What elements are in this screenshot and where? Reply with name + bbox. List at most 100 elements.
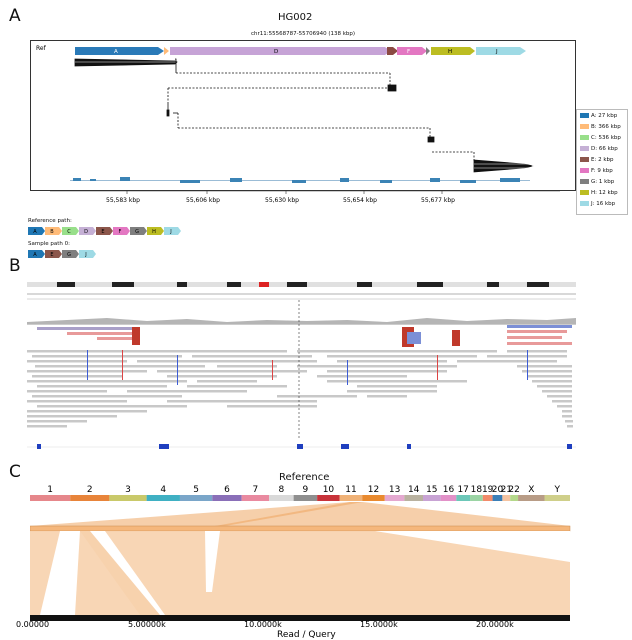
chromosome-8: [269, 495, 294, 501]
segment-h: [431, 47, 475, 55]
panel-a-graph: Ref A D F H J: [30, 40, 576, 204]
chromosome-2: [70, 495, 110, 501]
segment-label-h: H: [448, 49, 452, 55]
chromosome-17: [456, 495, 471, 501]
query-tick-3: 15.0000k: [360, 620, 398, 629]
ref-path-d: D: [84, 229, 88, 235]
query-axis: 0.00000 5.00000k 10.0000k 15.0000k 20.00…: [16, 620, 514, 640]
chromosome-1: [30, 495, 71, 501]
ref-label: Ref: [36, 45, 47, 52]
ref-path-g: G: [135, 229, 139, 235]
alignment-ribbons: [30, 502, 571, 621]
chromosome-label-8: 8: [279, 485, 285, 495]
query-tick-2: 10.0000k: [244, 620, 282, 629]
chromosome-11: [339, 495, 363, 501]
axis-tick-4: 55,654 kbp: [343, 197, 377, 204]
panel-a-title: HG002: [278, 12, 313, 23]
axis-tick-2: 55,606 kbp: [186, 197, 220, 204]
chromosome-label-Y: Y: [554, 485, 561, 495]
chromosome-label-4: 4: [160, 485, 166, 495]
panel-c-letter: C: [9, 462, 21, 482]
ref-path-a: A: [33, 229, 37, 235]
legend-item-a: A: 27 kbp: [580, 113, 617, 120]
gene-track: [70, 177, 530, 183]
axis-tick-5: 55,677 kbp: [421, 197, 455, 204]
query-tick-0: 0.00000: [16, 620, 49, 629]
legend-item-e: E: 2 kbp: [580, 157, 614, 164]
axis-tick-1: 55,583 kbp: [106, 197, 140, 204]
chromosome-13: [384, 495, 405, 501]
chromosome-label-16: 16: [443, 485, 455, 495]
chromosome-label-20: 20: [492, 485, 504, 495]
chromosome-label-21: 21: [501, 485, 512, 495]
segment-label-f: F: [407, 49, 410, 55]
chromosome-label-9: 9: [303, 485, 309, 495]
segment-label-d: D: [274, 49, 278, 55]
chromosome-label-X: X: [528, 485, 534, 495]
chromosome-16: [440, 495, 457, 501]
chromosome-label-6: 6: [224, 485, 230, 495]
chromosome-label-17: 17: [457, 485, 468, 495]
segment-label-a: A: [114, 49, 118, 55]
chromosome-label-22: 22: [508, 485, 519, 495]
reference-path: A B C D E F G H J: [28, 227, 181, 235]
sample-path-a: A: [33, 252, 37, 258]
chromosome-label-11: 11: [345, 485, 356, 495]
ref-segments: [75, 47, 526, 55]
reference-path-label: Reference path:: [28, 218, 72, 224]
legend-item-j: J: 16 kbp: [580, 201, 615, 208]
sample-path: A E G J: [28, 250, 96, 258]
legend-item-c: C: 536 kbp: [580, 135, 621, 142]
segment-f: [397, 47, 427, 55]
chromosome-label-19: 19: [482, 485, 494, 495]
chromosome-label-10: 10: [323, 485, 335, 495]
chromosome-6: [212, 495, 242, 501]
chromosome-label-12: 12: [368, 485, 379, 495]
chromosome-label-15: 15: [426, 485, 437, 495]
query-tick-1: 5.00000k: [128, 620, 166, 629]
chromosome-label-7: 7: [253, 485, 259, 495]
ref-path-j: J: [169, 229, 171, 235]
ref-path-c: C: [67, 229, 71, 235]
segment-label-j: J: [495, 49, 498, 55]
chromosome-label-18: 18: [471, 485, 483, 495]
chromosome-label-5: 5: [193, 485, 199, 495]
chromosome-12: [362, 495, 385, 501]
segment-g: [426, 47, 430, 55]
chromosome-label-2: 2: [87, 485, 93, 495]
chromosome-20: [492, 495, 503, 501]
chromosome-4: [146, 495, 180, 501]
chromosome-18: [470, 495, 483, 501]
query-tick-4: 20.0000k: [476, 620, 514, 629]
sample-path-e: E: [50, 252, 53, 258]
chromosome-label-3: 3: [125, 485, 131, 495]
legend-item-b: B: 366 kbp: [580, 124, 621, 131]
axis-tick-3: 55,630 kbp: [265, 197, 299, 204]
read-pileup: [27, 350, 573, 428]
alignment-track: [74, 58, 534, 173]
segment-a: [75, 47, 164, 55]
segment-j: [476, 47, 526, 55]
legend-item-d: D: 66 kbp: [580, 146, 618, 153]
sample-path-j: J: [84, 252, 86, 258]
chromosome-14: [404, 495, 423, 501]
chromosome-label-13: 13: [389, 485, 400, 495]
chromosome-22: [510, 495, 519, 501]
legend-item-g: G: 1 kbp: [580, 179, 614, 186]
panel-a-letter: A: [9, 6, 21, 26]
segment-e: [387, 47, 398, 55]
chromosome-X: [518, 495, 545, 501]
chromosome-5: [179, 495, 213, 501]
segment-d: [170, 47, 391, 55]
panel-b-letter: B: [9, 256, 21, 276]
ref-path-f: F: [119, 229, 122, 235]
chromosome-15: [422, 495, 441, 501]
segment-legend: A: 27 kbp B: 366 kbp C: 536 kbp D: 66 kb…: [576, 109, 628, 215]
chromosome-10: [317, 495, 340, 501]
chromosome-9: [293, 495, 318, 501]
chromosome-label-14: 14: [408, 485, 420, 495]
panel-a-region: chr11:55568787-55706940 (138 kbp): [251, 31, 356, 37]
reference-title: Reference: [279, 472, 330, 483]
ref-path-b: B: [50, 229, 54, 235]
